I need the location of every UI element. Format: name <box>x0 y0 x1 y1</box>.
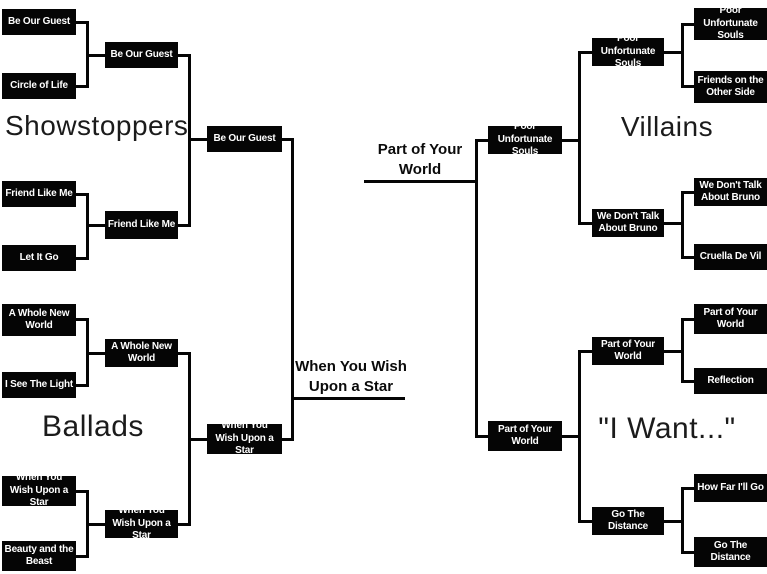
finalist-underline-right <box>364 180 478 183</box>
r1-reflection: Reflection <box>694 368 767 394</box>
connector-line <box>191 438 207 441</box>
connector-line <box>581 350 592 353</box>
r1-i-see-the-light: I See The Light <box>2 372 76 398</box>
connector-line <box>282 438 291 441</box>
connector-line <box>178 352 188 355</box>
sf-poor-unfortunate-souls: Poor Unfortunate Souls <box>488 121 562 157</box>
r1-go-the-distance: Go The Distance <box>694 537 767 567</box>
r2-we-dont-talk-about-bruno: We Don't Talk About Bruno <box>592 209 664 237</box>
connector-line <box>76 21 89 24</box>
connector-line <box>562 435 578 438</box>
connector-line <box>86 318 89 387</box>
connector-line <box>681 487 684 554</box>
connector-line <box>89 54 105 57</box>
r1-poor-unfortunate-souls: Poor Unfortunate Souls <box>694 5 767 41</box>
connector-line <box>76 384 89 387</box>
connector-line <box>684 380 694 383</box>
connector-line <box>684 487 694 490</box>
r2-when-you-wish: When You Wish Upon a Star <box>105 505 178 541</box>
connector-line <box>478 139 488 142</box>
connector-line <box>76 257 89 260</box>
connector-line <box>684 85 694 88</box>
connector-line <box>188 54 191 227</box>
finalist-underline-left <box>291 397 405 400</box>
connector-line <box>684 318 694 321</box>
connector-line <box>188 352 191 526</box>
connector-line <box>89 523 105 526</box>
r2-poor-unfortunate-souls: Poor Unfortunate Souls <box>592 33 664 69</box>
region-label-showstoppers: Showstoppers <box>5 110 189 141</box>
connector-line <box>86 21 89 88</box>
region-label-ballads: Ballads <box>42 410 144 443</box>
sf-be-our-guest: Be Our Guest <box>207 126 282 152</box>
connector-line <box>76 318 89 321</box>
connector-line <box>664 520 681 523</box>
connector-line <box>76 85 89 88</box>
r2-go-the-distance: Go The Distance <box>592 507 664 535</box>
connector-line <box>562 139 578 142</box>
connector-line <box>581 520 592 523</box>
connector-line <box>86 490 89 558</box>
connector-line <box>178 523 188 526</box>
r1-friends-on-the-other-side: Friends on the Other Side <box>694 71 767 103</box>
r2-friend-like-me: Friend Like Me <box>105 211 178 239</box>
connector-line <box>578 51 581 225</box>
r1-when-you-wish: When You Wish Upon a Star <box>2 472 76 508</box>
r1-circle-of-life: Circle of Life <box>2 73 76 99</box>
connector-line <box>684 191 694 194</box>
r2-be-our-guest: Be Our Guest <box>105 42 178 68</box>
connector-line <box>191 138 207 141</box>
connector-line <box>681 318 684 383</box>
connector-line <box>178 54 188 57</box>
connector-line <box>178 224 188 227</box>
connector-line <box>89 224 105 227</box>
r2-a-whole-new-world: A Whole New World <box>105 339 178 367</box>
r1-friend-like-me: Friend Like Me <box>2 181 76 207</box>
r1-let-it-go: Let It Go <box>2 245 76 271</box>
r1-be-our-guest: Be Our Guest <box>2 9 76 35</box>
connector-line <box>664 51 681 54</box>
sf-when-you-wish: When You Wish Upon a Star <box>207 420 282 456</box>
connector-line <box>76 555 89 558</box>
connector-line <box>684 256 694 259</box>
region-label-i-want: "I Want..." <box>598 412 736 445</box>
connector-line <box>291 138 294 441</box>
connector-line <box>684 23 694 26</box>
connector-line <box>578 350 581 523</box>
connector-line <box>664 222 681 225</box>
r1-beauty-and-the-beast: Beauty and the Beast <box>2 541 76 571</box>
region-label-villains: Villains <box>620 111 714 142</box>
finalist-left: When You Wish Upon a Star <box>295 358 407 395</box>
connector-line <box>581 222 592 225</box>
connector-line <box>282 138 291 141</box>
connector-line <box>681 191 684 259</box>
connector-line <box>76 490 89 493</box>
connector-line <box>581 51 592 54</box>
connector-line <box>475 139 478 438</box>
r2-part-of-your-world: Part of Your World <box>592 337 664 365</box>
r1-a-whole-new-world: A Whole New World <box>2 304 76 336</box>
connector-line <box>478 435 488 438</box>
connector-line <box>76 193 89 196</box>
connector-line <box>86 193 89 260</box>
finalist-right: Part of Your World <box>377 141 463 178</box>
r1-we-dont-talk-about-bruno: We Don't Talk About Bruno <box>694 178 767 206</box>
connector-line <box>684 551 694 554</box>
connector-line <box>681 23 684 88</box>
r1-cruella-de-vil: Cruella De Vil <box>694 244 767 270</box>
sf-part-of-your-world: Part of Your World <box>488 421 562 451</box>
connector-line <box>664 350 681 353</box>
r1-how-far-ill-go: How Far I'll Go <box>694 474 767 502</box>
r1-part-of-your-world: Part of Your World <box>694 304 767 334</box>
connector-line <box>89 352 105 355</box>
